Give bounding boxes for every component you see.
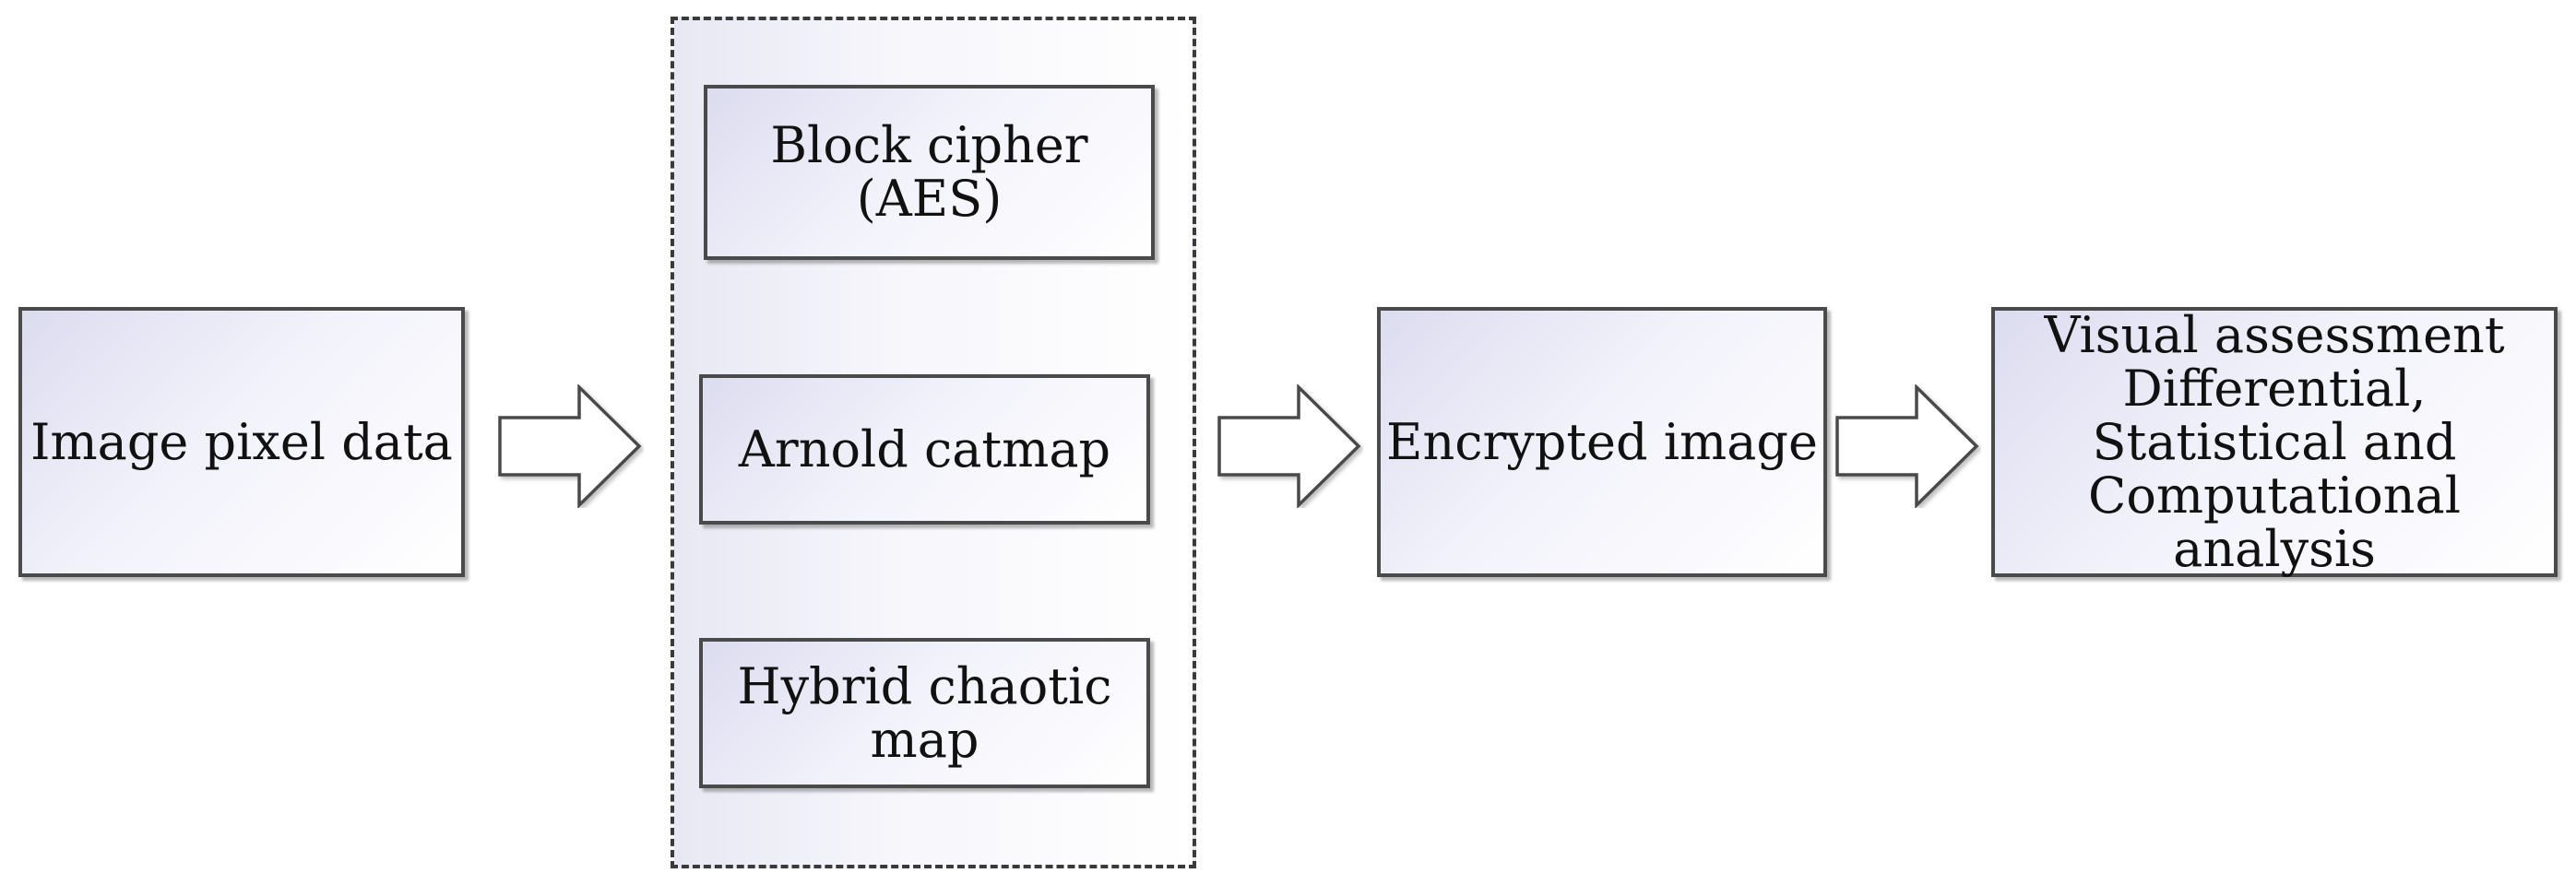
encrypted-image-label: Encrypted image	[1386, 412, 1818, 471]
arrow-right-icon	[498, 384, 642, 508]
arnold-catmap-label: Arnold catmap	[738, 419, 1111, 478]
image-pixel-data-box: Image pixel data	[18, 307, 465, 577]
flow-arrow-3	[1834, 384, 1981, 508]
block-cipher-aes-label: Block cipher (AES)	[770, 116, 1088, 228]
arrow-right-icon	[1835, 384, 1979, 508]
block-cipher-aes-box: Block cipher (AES)	[704, 85, 1155, 260]
hybrid-chaotic-map-label: Hybrid chaotic map	[737, 656, 1112, 769]
hybrid-chaotic-map-box: Hybrid chaotic map	[699, 638, 1150, 788]
arnold-catmap-box: Arnold catmap	[699, 374, 1150, 525]
encrypted-image-box: Encrypted image	[1377, 307, 1827, 577]
flow-arrow-2	[1216, 384, 1363, 508]
arrow-right-icon	[1217, 384, 1361, 508]
analysis-label: Visual assessment Differential, Statisti…	[2044, 305, 2505, 578]
image-pixel-data-label: Image pixel data	[30, 412, 453, 471]
flow-arrow-1	[496, 384, 644, 508]
analysis-box: Visual assessment Differential, Statisti…	[1991, 307, 2558, 577]
